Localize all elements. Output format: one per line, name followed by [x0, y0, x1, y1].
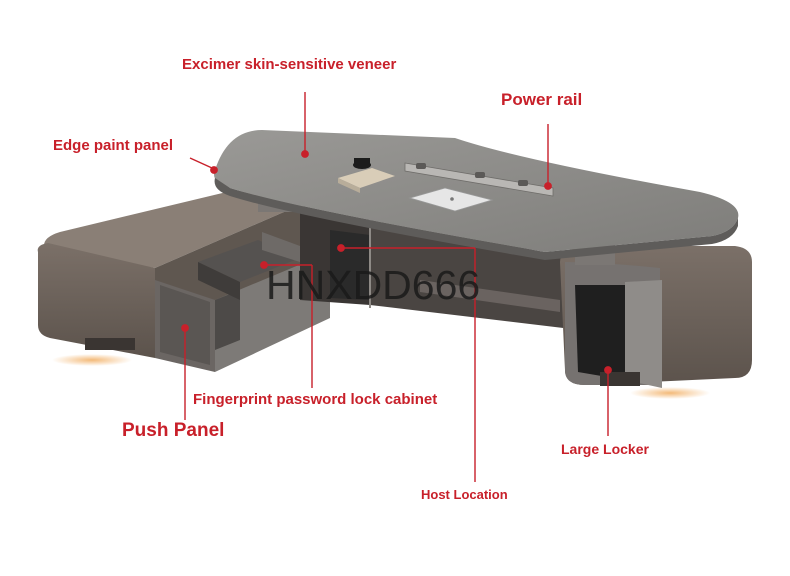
callout-edge-paint-panel: Edge paint panel: [53, 137, 174, 154]
callout-large-locker: Large Locker: [561, 441, 649, 457]
large-locker: [560, 246, 752, 388]
callout-push-panel: Push Panel: [122, 420, 225, 441]
floor-glow-right: [630, 387, 710, 399]
callout-excimer-veneer: Excimer skin-sensitive veneer: [182, 56, 397, 73]
callout-host-location: Host Location: [421, 487, 508, 502]
callout-power-rail: Power rail: [501, 90, 583, 109]
floor-glow-left: [52, 354, 132, 366]
laptop-icon: [408, 187, 494, 212]
books-and-cup-icon: [338, 158, 395, 193]
marker-excimer: [301, 150, 309, 158]
watermark-text: HNXDD666: [266, 262, 481, 308]
callout-leaders: [181, 92, 612, 482]
desktop-surface: [214, 130, 739, 260]
power-rail: [404, 162, 554, 197]
fingerprint-cabinet-drawer: [198, 232, 300, 300]
callout-fingerprint-cabinet: Fingerprint password lock cabinet: [193, 391, 438, 408]
